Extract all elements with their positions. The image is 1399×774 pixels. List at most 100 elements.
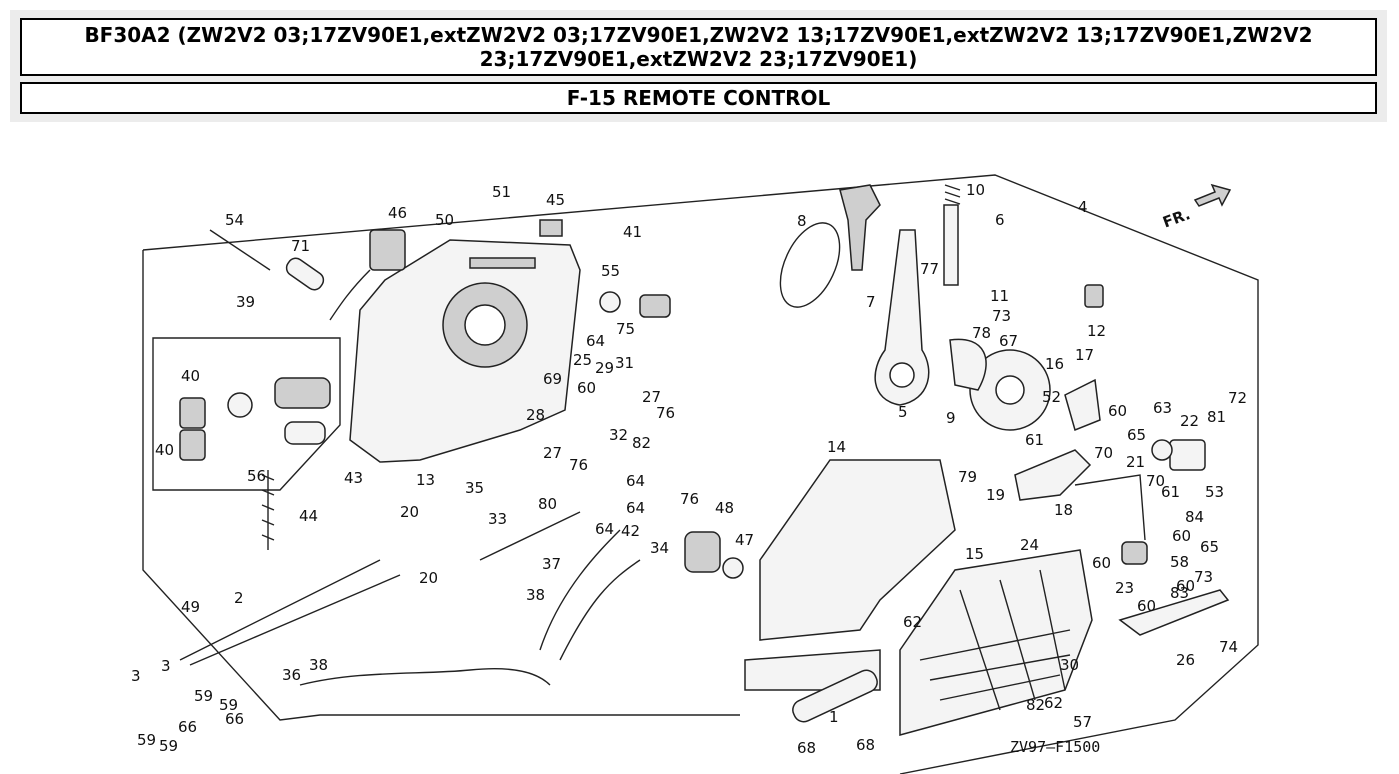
callout: 46 <box>388 204 407 222</box>
callout: 27 <box>543 444 562 462</box>
callout: 23 <box>1115 579 1134 597</box>
part-5-hub <box>889 362 915 388</box>
callout: 27 <box>642 388 661 406</box>
housing-bore <box>464 304 506 346</box>
callout: 15 <box>965 545 984 563</box>
callout: 49 <box>181 598 200 616</box>
callout: 3 <box>161 657 171 675</box>
callout: 38 <box>526 586 545 604</box>
callout: 36 <box>282 666 301 684</box>
callout: 61 <box>1025 431 1044 449</box>
callout: 80 <box>538 495 557 513</box>
callout: 60 <box>1176 577 1195 595</box>
callout: 50 <box>435 211 454 229</box>
callout: 76 <box>656 404 675 422</box>
callout: 9 <box>946 409 956 427</box>
callout: 74 <box>1219 638 1238 656</box>
callout: 68 <box>797 739 816 757</box>
part-39-nut <box>227 392 253 418</box>
callout: 34 <box>650 539 669 557</box>
callout: 73 <box>1194 568 1213 586</box>
part-18-plate <box>1014 449 1092 501</box>
part-36-wire <box>299 667 551 686</box>
fr-label: FR. <box>1160 205 1192 231</box>
part-46-switch <box>369 229 406 271</box>
callout: 58 <box>1170 553 1189 571</box>
drawing-code: ZV97–F1500 <box>1010 738 1100 756</box>
callout: 32 <box>609 426 628 444</box>
callout: 64 <box>626 472 645 490</box>
callout: 40 <box>155 441 174 459</box>
part-23-block <box>1121 541 1148 565</box>
callout: 83 <box>1170 584 1189 602</box>
callout: 24 <box>1020 536 1039 554</box>
part-37-harness <box>539 529 641 661</box>
callout: 70 <box>1094 444 1113 462</box>
callout: 41 <box>623 223 642 241</box>
callout: 20 <box>419 569 438 587</box>
part-14-plate <box>759 459 956 641</box>
callout: 30 <box>1060 656 1079 674</box>
subgroup-box-39 <box>152 337 341 491</box>
callout: 64 <box>595 520 614 538</box>
callout: 29 <box>595 359 614 377</box>
callout: 60 <box>1172 527 1191 545</box>
callout: 2 <box>234 589 244 607</box>
callout: 13 <box>416 471 435 489</box>
part-26-arm <box>1118 589 1230 636</box>
callout: 21 <box>1126 453 1145 471</box>
callout: 39 <box>236 293 255 311</box>
callout: 66 <box>225 710 244 728</box>
part-63-washer <box>1151 439 1173 461</box>
callout: 10 <box>966 181 985 199</box>
callout: 84 <box>1185 508 1204 526</box>
callout: 59 <box>219 696 238 714</box>
callout: 3 <box>131 667 141 685</box>
part-16-hub <box>995 375 1025 405</box>
callout: 17 <box>1075 346 1094 364</box>
part-41-switch <box>639 294 671 318</box>
part-30-cover <box>899 549 1093 736</box>
part-5-lever <box>874 229 930 406</box>
callout: 6 <box>995 211 1005 229</box>
assembly-boundary-left <box>142 250 740 721</box>
callout: 45 <box>546 191 565 209</box>
callout: 67 <box>999 332 1018 350</box>
part-51-pad <box>469 257 536 269</box>
part-55-nut <box>599 291 621 313</box>
callout: 55 <box>601 262 620 280</box>
callout: 40 <box>181 367 200 385</box>
part-45-clip <box>539 219 563 237</box>
callout: 61 <box>1161 483 1180 501</box>
parts-diagram: FR. ZV97–F1500 1 2 3 3 4 5 6 7 8 9 10 11… <box>0 130 1399 774</box>
section-title: F-15 REMOTE CONTROL <box>20 82 1377 114</box>
part-6-rod <box>943 204 959 286</box>
part-46-wire <box>329 269 371 321</box>
callout: 78 <box>972 324 991 342</box>
callout: 79 <box>958 468 977 486</box>
callout: 57 <box>1073 713 1092 731</box>
callout: 22 <box>1180 412 1199 430</box>
callout: 26 <box>1176 651 1195 669</box>
callout: 66 <box>178 718 197 736</box>
callout: 62 <box>903 613 922 631</box>
part-17-bracket <box>1064 378 1101 432</box>
part-47-cap <box>722 557 744 579</box>
part-44-lanyard <box>261 470 275 550</box>
callout: 68 <box>856 736 875 754</box>
callout: 48 <box>715 499 734 517</box>
callout: 75 <box>616 320 635 338</box>
callout: 12 <box>1087 322 1106 340</box>
part-12-knob <box>1084 284 1104 308</box>
callout: 59 <box>159 737 178 755</box>
callout: 25 <box>573 351 592 369</box>
callout: 4 <box>1078 198 1088 216</box>
part-7-lever <box>839 184 881 271</box>
callout: 82 <box>1026 696 1045 714</box>
callout: 37 <box>542 555 561 573</box>
part-30-grid <box>919 569 1071 711</box>
part-21-link <box>1074 474 1146 541</box>
callout: 19 <box>986 486 1005 504</box>
callout: 76 <box>569 456 588 474</box>
callout: 44 <box>299 507 318 525</box>
